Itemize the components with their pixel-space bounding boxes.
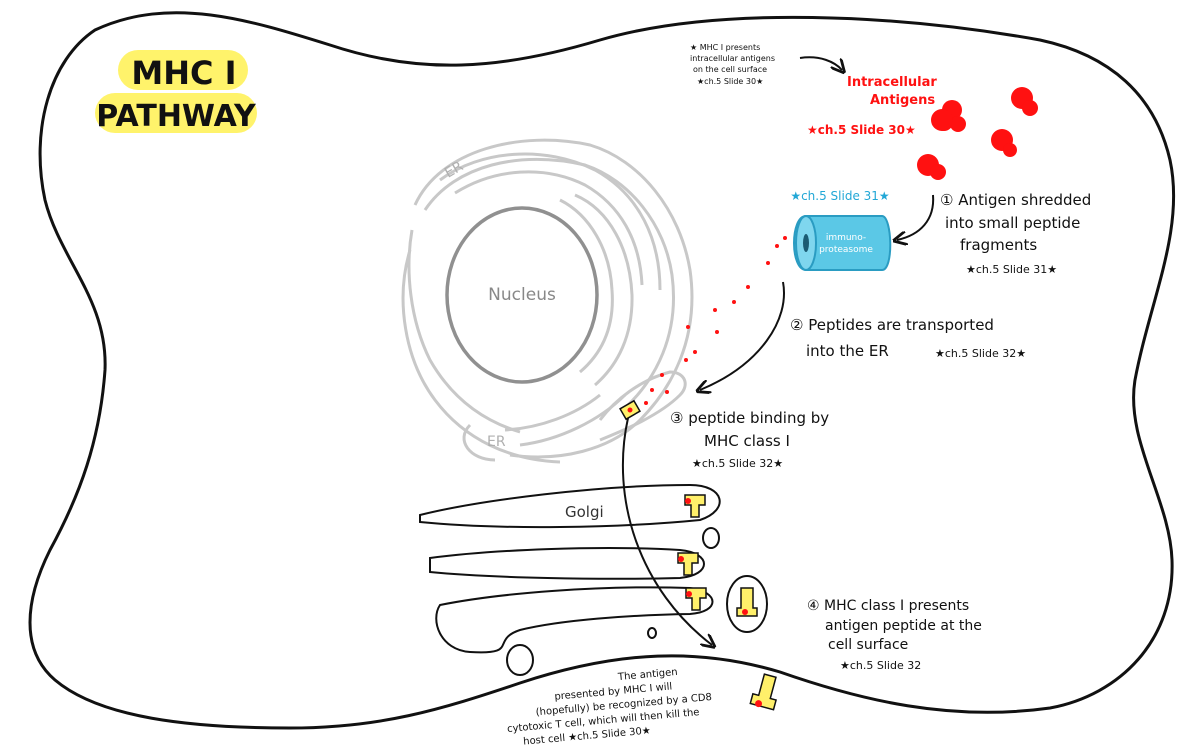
step-4-line-2: antigen peptide at the: [825, 618, 982, 634]
immunoproteasome-label-2: proteasome: [819, 245, 873, 255]
immunoproteasome-label-1: immuno-: [826, 233, 866, 243]
arrows: [621, 56, 935, 645]
nucleus-label: Nucleus: [488, 285, 556, 305]
arrow-er-to-surface: [621, 417, 712, 645]
mhc-molecule: [736, 587, 758, 617]
step-2-label: ② Peptides are transported into the ER ★…: [790, 316, 1026, 360]
proteasome-ref: ★ch.5 Slide 31★: [790, 189, 889, 203]
intracellular-note: ★ MHC I presents intracellular antigens …: [690, 43, 775, 86]
step-4-ref: ★ch.5 Slide 32: [840, 659, 921, 672]
golgi-vesicle: [726, 575, 768, 633]
golgi-apparatus: [419, 483, 768, 676]
step-2-ref: ★ch.5 Slide 32★: [935, 347, 1026, 360]
nucleus: [445, 206, 599, 384]
step-1-line-3: fragments: [960, 236, 1037, 254]
arrow-antigens-to-proteasome: [897, 194, 935, 240]
antigens-ref: ★ch.5 Slide 30★: [807, 123, 916, 137]
peptide-fragments: [644, 236, 787, 405]
mhc-class-i-molecules: [619, 399, 777, 711]
arrow-note-to-antigens: [799, 56, 842, 70]
note-line-2: intracellular antigens: [690, 54, 775, 63]
immunoproteasome: immuno- proteasome: [793, 215, 892, 271]
step-1-line-2: into small peptide: [945, 214, 1080, 232]
title-highlight-1: [118, 50, 248, 90]
step-1-label: ① Antigen shredded into small peptide fr…: [940, 191, 1091, 276]
step-1-ref: ★ch.5 Slide 31★: [966, 263, 1057, 276]
intracellular-antigens-label: Intracellular Antigens ★ch.5 Slide 30★: [807, 75, 937, 137]
mhc-molecule: [619, 399, 641, 421]
intracellular-antigens: [917, 87, 1038, 180]
step-4-line-3: cell surface: [828, 637, 908, 653]
er-label-bottom: ER: [487, 434, 506, 450]
endoplasmic-reticulum: [401, 138, 694, 464]
title: MHC I PATHWAY: [95, 50, 257, 134]
step-3-ref: ★ch.5 Slide 32★: [692, 457, 783, 470]
mhc-molecule: [677, 552, 699, 576]
arrow-proteasome-to-er: [700, 281, 785, 390]
title-line1: MHC I: [131, 54, 236, 92]
step-3-label: ③ peptide binding by MHC class I ★ch.5 S…: [670, 409, 829, 470]
step-4-label: ④ MHC class I presents antigen peptide a…: [807, 598, 982, 672]
note-line-1: ★ MHC I presents: [690, 43, 760, 52]
bottom-note-line-1: The antigen: [617, 667, 679, 683]
step-4-line-1: ④ MHC class I presents: [807, 598, 969, 614]
mhc-molecule: [685, 587, 707, 611]
antigens-label-2: Antigens: [870, 93, 935, 108]
step-2-line-2: into the ER: [806, 342, 889, 360]
mhc-molecule-surface: [749, 673, 777, 711]
cell-membrane: [28, 11, 1176, 730]
golgi-label: Golgi: [565, 503, 604, 521]
title-line2: PATHWAY: [96, 99, 257, 134]
step-1-line-1: ① Antigen shredded: [940, 191, 1091, 209]
antigens-label-1: Intracellular: [847, 75, 937, 90]
note-line-3: on the cell surface: [693, 65, 767, 74]
title-highlight-2: [95, 93, 257, 133]
mhc-molecule: [684, 494, 706, 518]
step-2-line-1: ② Peptides are transported: [790, 316, 994, 334]
step-3-line-2: MHC class I: [704, 432, 790, 450]
step-3-line-1: ③ peptide binding by: [670, 409, 829, 427]
note-line-4: ★ch.5 Slide 30★: [697, 77, 763, 86]
